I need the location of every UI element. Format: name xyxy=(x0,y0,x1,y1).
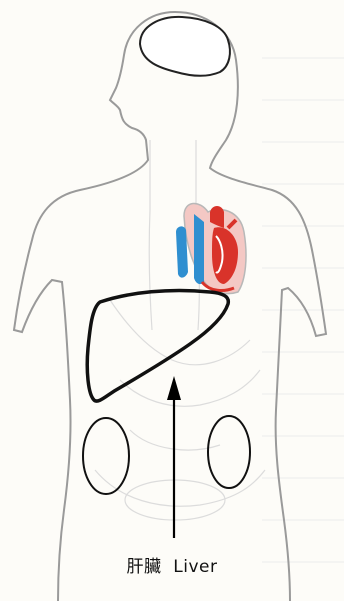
right-kidney xyxy=(208,416,250,488)
liver-label: 肝臟 Liver xyxy=(0,552,344,577)
faint-internal-sketch xyxy=(95,140,265,520)
left-kidney xyxy=(83,418,129,494)
heart xyxy=(176,203,246,293)
pointer-arrowhead xyxy=(167,376,181,400)
paper-lines xyxy=(262,58,344,562)
liver xyxy=(87,290,228,401)
brain xyxy=(140,17,230,76)
